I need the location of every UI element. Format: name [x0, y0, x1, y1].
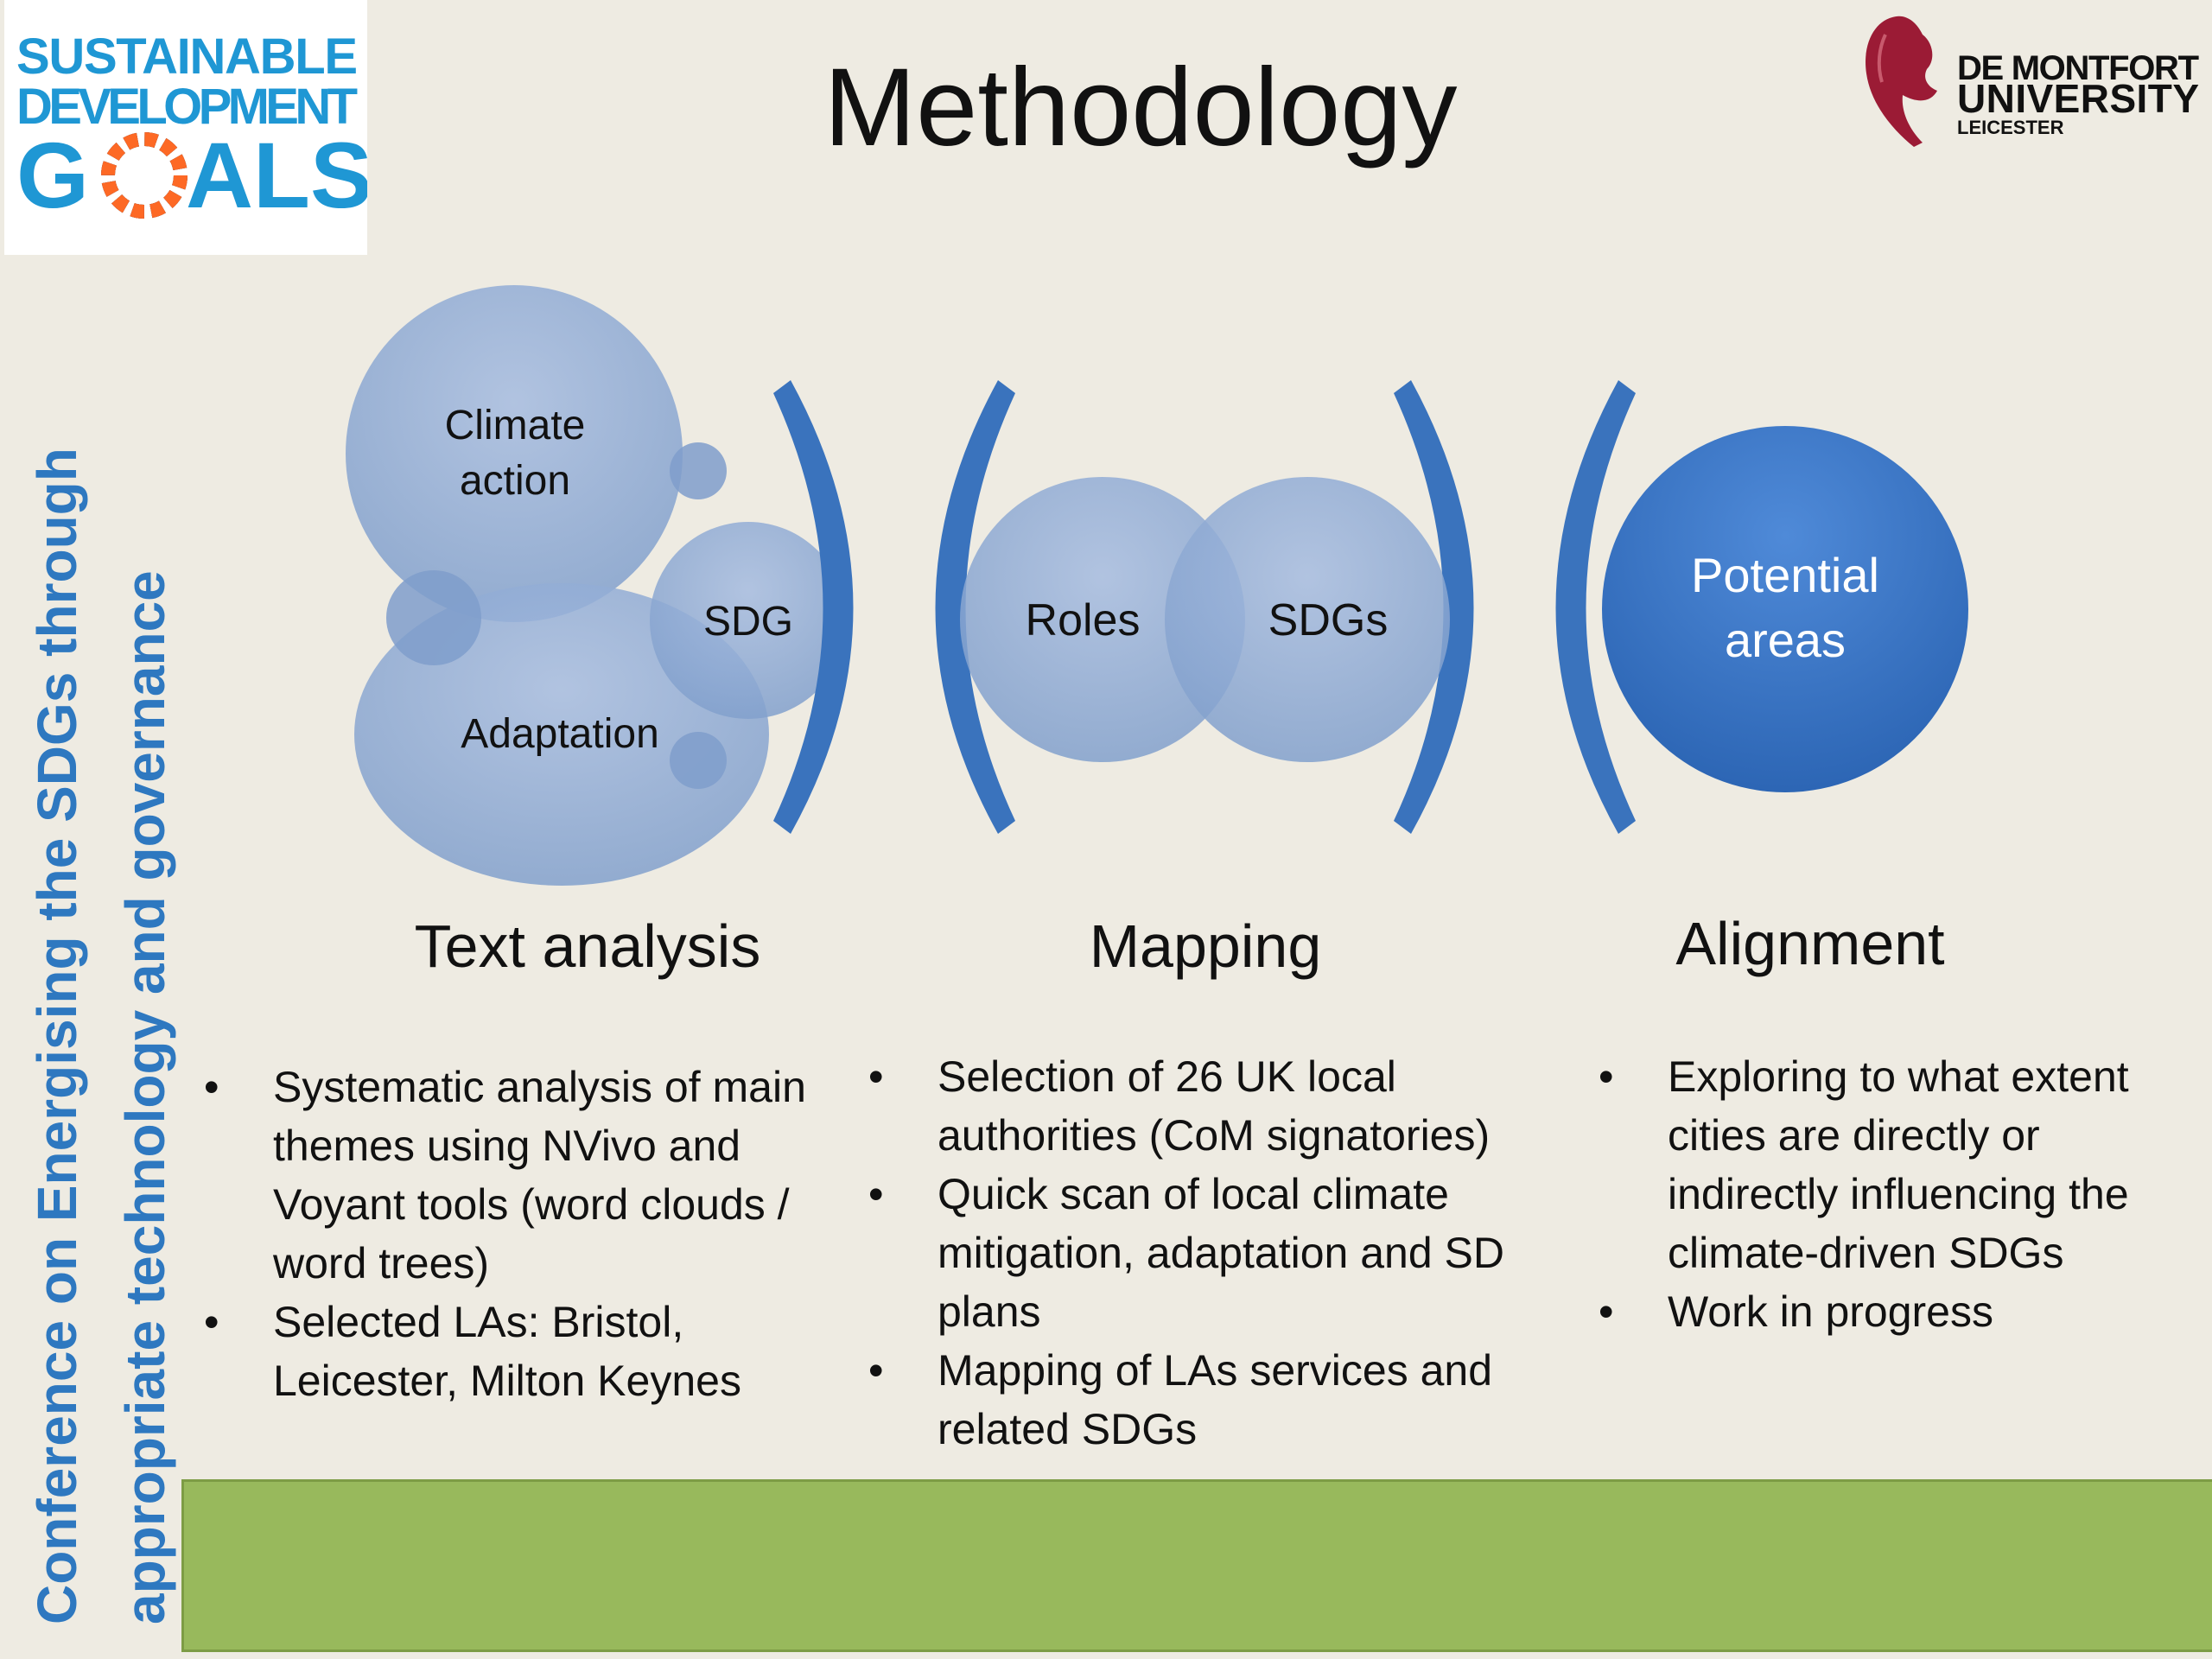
sdgs-circle: [1165, 477, 1450, 762]
bullet-item: Mapping of LAs services and related SDGs: [868, 1341, 1560, 1459]
bullet-item: Work in progress: [1599, 1282, 2152, 1341]
left-paren-1: [935, 380, 1015, 834]
bullets-mapping: Selection of 26 UK local authorities (Co…: [868, 1047, 1560, 1459]
dmu-logo-line3: LEICESTER: [1957, 117, 2064, 138]
bullets-text-analysis: Systematic analysis of main themes using…: [204, 1058, 835, 1410]
climate-action-label-line1: Climate: [445, 403, 586, 448]
right-paren-2: [1394, 380, 1474, 834]
stage-heading-text-analysis: Text analysis: [414, 912, 761, 980]
adaptation-label: Adaptation: [461, 711, 659, 757]
sdg-logo-als: ALS: [186, 123, 367, 227]
page-title: Methodology: [823, 46, 1458, 169]
left-paren-2: [1555, 380, 1636, 834]
lion-crest-icon: [1866, 16, 1937, 147]
sdg-label: SDG: [703, 599, 793, 645]
bullet-item: Exploring to what extent cities are dire…: [1599, 1047, 2152, 1282]
sdg-logo-line1: SUSTAINABLE: [16, 29, 358, 85]
bullets-alignment: Exploring to what extent cities are dire…: [1599, 1047, 2152, 1341]
bullet-item: Selected LAs: Bristol, Leicester, Milton…: [204, 1293, 835, 1410]
bullet-item: Systematic analysis of main themes using…: [204, 1058, 835, 1293]
sdg-wheel-icon: [101, 132, 188, 219]
climate-action-circle: [346, 285, 683, 622]
potential-areas-circle: [1602, 426, 1968, 792]
small-bubble-2: [386, 570, 481, 665]
small-bubble-3: [670, 732, 727, 789]
roles-label: Roles: [1026, 595, 1141, 645]
sdg-logo: SUSTAINABLE DEVELOPMENT G ALS: [4, 0, 367, 255]
alignment-circle-group: Potential areas: [1602, 426, 1968, 792]
roles-circle: [960, 477, 1245, 762]
stage-heading-mapping: Mapping: [1089, 912, 1322, 980]
bullet-item: Selection of 26 UK local authorities (Co…: [868, 1047, 1560, 1165]
potential-areas-label-line1: Potential: [1691, 548, 1879, 602]
bracket-group-1: [773, 380, 1636, 834]
right-paren-1: [773, 380, 854, 834]
dmu-logo-line1: DE MONTFORT: [1957, 49, 2199, 87]
mapping-circles: Roles SDGs: [960, 477, 1450, 762]
methodology-diagram: Climate action SDG Adaptation Roles SDGs…: [346, 285, 1968, 886]
sdg-logo-g: G: [16, 123, 89, 227]
climate-action-label-line2: action: [460, 458, 570, 504]
small-bubble-1: [670, 442, 727, 499]
sdgs-label: SDGs: [1268, 595, 1389, 645]
dmu-logo: DE MONTFORT UNIVERSITY LEICESTER: [1840, 0, 2212, 164]
sdg-logo-line2: DEVELOPMENT: [16, 79, 358, 135]
potential-areas-label-line2: areas: [1725, 613, 1846, 667]
text-analysis-circles: Climate action SDG Adaptation: [346, 285, 847, 886]
bullet-item: Quick scan of local climate mitigation, …: [868, 1165, 1560, 1341]
sdg-small-circle: [650, 522, 847, 719]
stage-heading-alignment: Alignment: [1675, 910, 1945, 977]
footer-band: [181, 1479, 2212, 1652]
dmu-logo-line2: UNIVERSITY: [1957, 76, 2199, 121]
